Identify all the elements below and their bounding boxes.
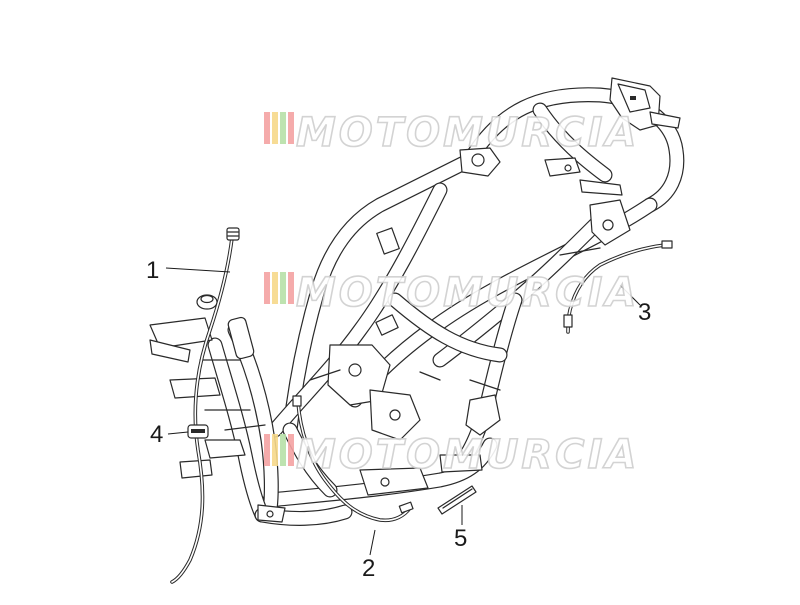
callout-5: 5 — [454, 525, 467, 552]
watermark-1: MOTOMURCIA — [264, 109, 639, 157]
callout-3: 3 — [638, 299, 651, 326]
watermark-text-3: MOTOMURCIA — [296, 432, 639, 478]
watermark-text-1: MOTOMURCIA — [296, 110, 639, 156]
watermark-stripe — [272, 112, 278, 144]
watermark-stripe — [288, 112, 294, 144]
watermark-text-2: MOTOMURCIA — [296, 270, 639, 316]
cable-1 — [170, 227, 240, 584]
watermark-stripe — [272, 434, 278, 466]
watermark-stripe — [280, 272, 286, 304]
callout-2: 2 — [362, 555, 375, 582]
callout-labels: 1 2 3 4 5 — [146, 257, 651, 582]
watermark-stripe — [280, 434, 286, 466]
callout-4: 4 — [150, 421, 163, 448]
watermark-stripe — [264, 434, 270, 466]
callout-1: 1 — [146, 257, 159, 284]
watermark-2: MOTOMURCIA — [264, 269, 639, 317]
watermark-stripe — [288, 272, 294, 304]
pad-5 — [437, 485, 477, 515]
clip-4 — [187, 424, 209, 439]
watermark-stripe — [272, 272, 278, 304]
cable-2 — [292, 395, 414, 523]
cable-3 — [563, 240, 673, 334]
leader-lines — [165, 267, 641, 556]
watermark-stripe — [280, 112, 286, 144]
watermark-stripe — [288, 434, 294, 466]
watermark-stripe — [264, 272, 270, 304]
watermark-3: MOTOMURCIA — [264, 431, 639, 479]
frame-brackets — [149, 77, 681, 523]
frame-details — [199, 247, 601, 431]
watermark-stripe — [264, 112, 270, 144]
